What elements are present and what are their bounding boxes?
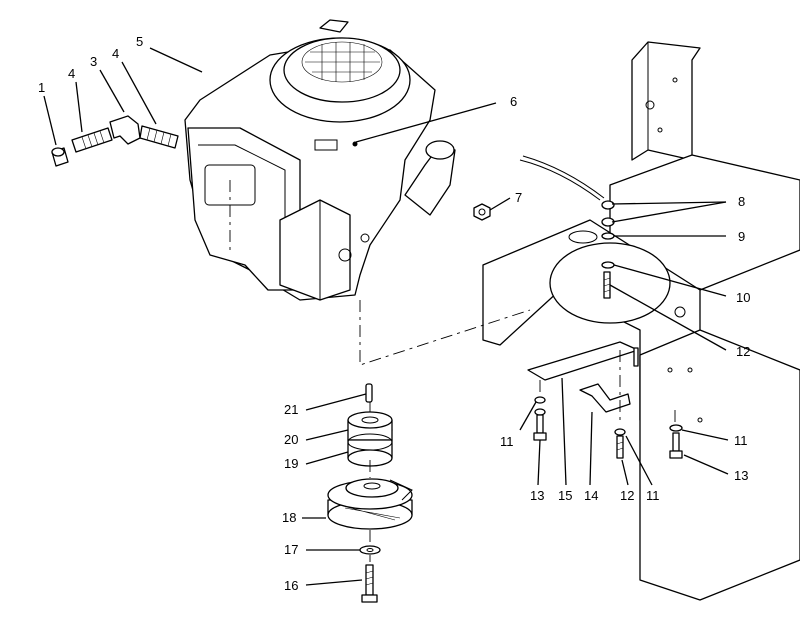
callout-6: 6: [510, 94, 517, 109]
brackets: [527, 341, 676, 425]
callout-18: 11: [500, 434, 514, 449]
callout-19: 13: [530, 488, 544, 503]
drain-fittings: [51, 115, 179, 167]
callout-17: 16: [284, 578, 298, 593]
callout-labels: 1 4 3 4 5 6 7 8 9 10 12 21 20 19 18 17 1…: [38, 34, 750, 593]
callout-8: 8: [738, 194, 745, 209]
callout-14: 19: [284, 456, 298, 471]
callout-9: 9: [738, 229, 745, 244]
callout-4: 4: [112, 46, 119, 61]
chassis-frame: [482, 41, 800, 601]
callout-11: 12: [736, 344, 750, 359]
mount-hardware: [473, 155, 615, 299]
callout-16: 17: [284, 542, 298, 557]
callout-1: 1: [38, 80, 45, 95]
callout-2: 4: [68, 66, 75, 81]
callout-3: 3: [90, 54, 97, 69]
engine-assembly: [184, 19, 531, 366]
callout-13: 20: [284, 432, 298, 447]
bolts: [533, 396, 683, 459]
callout-23: 11: [646, 488, 660, 503]
callout-7: 7: [515, 190, 522, 205]
clutch-pulley-assembly: [327, 383, 413, 603]
callout-10: 10: [736, 290, 750, 305]
callout-21: 14: [584, 488, 598, 503]
callout-12: 21: [284, 402, 298, 417]
callout-20: 15: [558, 488, 572, 503]
callout-24: 11: [734, 433, 748, 448]
callout-5: 5: [136, 34, 143, 49]
callout-15: 18: [282, 510, 296, 525]
callout-22: 12: [620, 488, 634, 503]
callout-25: 13: [734, 468, 748, 483]
leader-lines: [43, 47, 729, 586]
